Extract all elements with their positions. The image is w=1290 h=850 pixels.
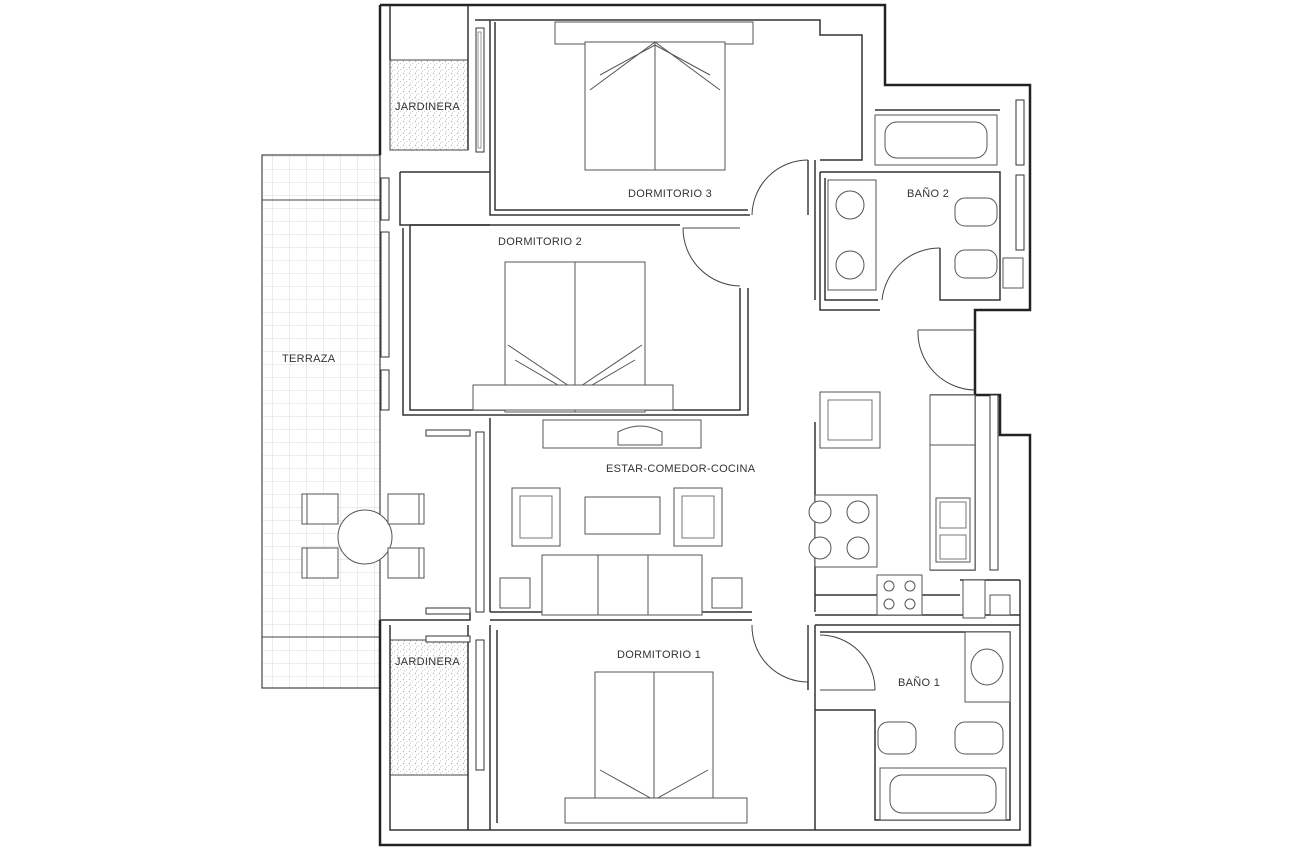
terrace <box>261 154 381 689</box>
bathroom-2-fixtures <box>827 114 1024 291</box>
terrace-table-set <box>301 493 425 579</box>
dining-table <box>808 494 878 568</box>
living-furniture <box>499 391 881 616</box>
room-label-terraza: TERRAZA <box>282 353 336 365</box>
room-label-dormitorio-1: DORMITORIO 1 <box>617 649 701 661</box>
windows <box>380 27 1025 771</box>
room-labels: JARDINERA DORMITORIO 3 BAÑO 2 DORMITORIO… <box>282 101 949 689</box>
bed-dormitorio-2 <box>472 261 674 413</box>
bed-dormitorio-1 <box>564 671 748 824</box>
room-label-bano-2: BAÑO 2 <box>907 187 949 200</box>
room-label-estar-comedor-cocina: ESTAR-COMEDOR-COCINA <box>606 463 756 475</box>
planter-bottom <box>389 639 469 776</box>
room-label-bano-1: BAÑO 1 <box>898 676 940 689</box>
room-label-dormitorio-2: DORMITORIO 2 <box>498 236 582 248</box>
doors <box>682 159 976 691</box>
room-label-jardinera-bottom: JARDINERA <box>395 656 460 668</box>
planter-top <box>389 59 469 151</box>
bathroom-1-fixtures <box>877 631 1011 821</box>
room-label-jardinera-top: JARDINERA <box>395 101 460 113</box>
bed-dormitorio-3 <box>554 21 754 171</box>
room-label-dormitorio-3: DORMITORIO 3 <box>628 188 712 200</box>
kitchen-fixtures <box>876 394 1011 619</box>
